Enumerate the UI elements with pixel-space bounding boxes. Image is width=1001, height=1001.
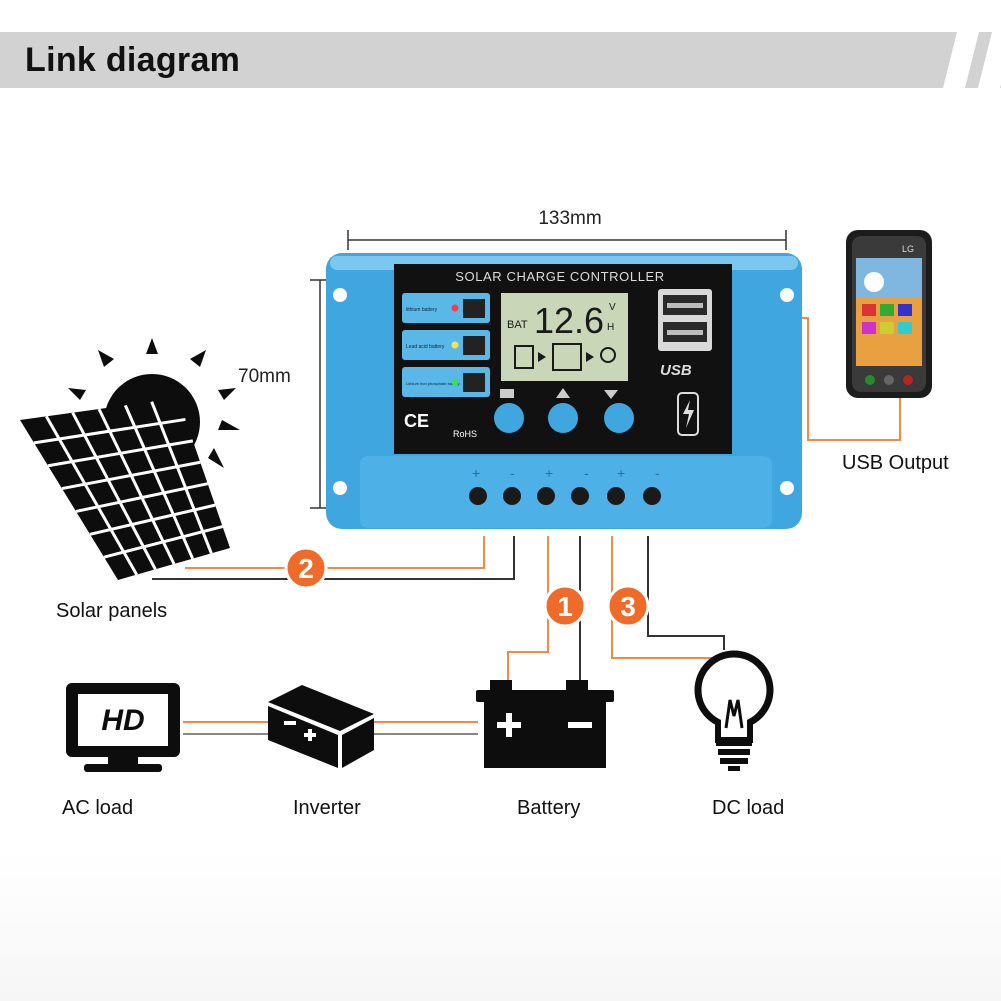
mount-hole-bottom-left: [333, 481, 347, 495]
menu-button: [494, 403, 524, 433]
battery-icon-2: [463, 336, 485, 355]
battery-type-lead-acid: Lead acid battery: [406, 344, 445, 350]
svg-text:+: +: [472, 465, 480, 481]
inverter-label: Inverter: [293, 797, 361, 819]
svg-text:3: 3: [620, 591, 636, 622]
battery-type-indicators: lithium battery Lead acid battery Lithiu…: [402, 293, 490, 397]
height-dimension-label: 70mm: [238, 366, 291, 387]
controller-terminal-block: [360, 456, 772, 528]
lcd-label: BAT: [507, 319, 528, 331]
badge-2: 2: [284, 546, 328, 590]
usb-output-label: USB Output: [842, 452, 949, 474]
charge-controller: SOLAR CHARGE CONTROLLER lithium battery …: [326, 253, 802, 529]
lcd-panel-icon: [514, 345, 534, 369]
battery-icon: [476, 680, 614, 768]
bulb-icon: [694, 650, 774, 771]
menu-key-icon: [500, 389, 514, 398]
dc-load-wire-positive: [611, 536, 714, 659]
battery-label: Battery: [517, 797, 581, 819]
down-button: [604, 403, 634, 433]
up-key-icon: [556, 388, 570, 398]
svg-text:-: -: [655, 465, 660, 481]
solar-panel-icon: [20, 398, 230, 580]
solar-cell-divider: [61, 460, 201, 491]
lcd-flow-icons: [514, 343, 616, 371]
indicator-led-red: [451, 304, 459, 312]
mount-hole-top-right: [780, 288, 794, 302]
solar-cell-divider: [45, 415, 138, 576]
wires: [152, 317, 901, 735]
controller-title: SOLAR CHARGE CONTROLLER: [455, 269, 665, 284]
terminal-marks: + - + - + -: [472, 465, 660, 481]
header-bar: [0, 32, 1001, 88]
down-key-icon: [604, 390, 618, 399]
battery-type-lithium: lithium battery: [406, 307, 438, 313]
badge-1: 1: [543, 584, 587, 628]
battery-type-lifepo4: Lithium iron phosphate battery: [406, 381, 460, 386]
mount-hole-bottom-right: [780, 481, 794, 495]
usb-ports: [658, 289, 712, 351]
lcd-unit-h: H: [607, 322, 614, 333]
svg-text:+: +: [617, 465, 625, 481]
phone-brand: LG: [902, 244, 914, 254]
up-button: [548, 403, 578, 433]
svg-text:-: -: [584, 465, 589, 481]
mount-hole-top-left: [333, 288, 347, 302]
footer-shade: [0, 850, 1001, 1001]
solar-cell-divider: [103, 525, 223, 559]
dc-load-wire-negative: [647, 536, 725, 650]
svg-text:-: -: [510, 465, 515, 481]
lcd-unit-v: V: [609, 302, 616, 313]
phone-icon: LG: [846, 230, 932, 398]
lcd-value: 12.6: [534, 300, 604, 341]
width-dimension: [347, 230, 787, 250]
page-title: Link diagram: [25, 41, 241, 79]
width-dimension-label: 133mm: [538, 208, 601, 229]
terminals: [469, 487, 661, 505]
solar-panels-label: Solar panels: [56, 600, 168, 622]
lcd-screen: [501, 293, 628, 381]
indicator-led-yellow: [451, 341, 459, 349]
phone-charge-icon: [677, 392, 699, 436]
badge-3: 3: [606, 584, 650, 628]
ce-mark: CE: [404, 411, 429, 431]
solar-cell-divider: [123, 404, 195, 560]
solar-cell-divider: [150, 401, 213, 554]
solar-cell-divider: [75, 482, 209, 513]
solar-cell-divider: [47, 439, 194, 468]
solar-wire-positive: [185, 536, 485, 569]
lcd-bulb-icon: [600, 347, 616, 363]
solar-cell-divider: [71, 411, 157, 571]
lcd-arrow-1: [538, 352, 546, 362]
solar-cell-divider: [33, 417, 186, 445]
hd-text: HD: [101, 704, 144, 737]
ac-load-label: AC load: [62, 797, 134, 819]
lcd-arrow-2: [586, 352, 594, 362]
indicator-led-green: [451, 378, 459, 386]
battery-icon-3: [463, 373, 485, 392]
solar-wire-negative: [152, 536, 515, 580]
svg-text:2: 2: [298, 553, 314, 584]
lcd-battery-icon: [552, 343, 582, 371]
usb-label: USB: [660, 362, 692, 379]
inverter-icon: [268, 685, 374, 768]
battery-icon-1: [463, 299, 485, 318]
rohs-mark: RoHS: [453, 429, 477, 439]
dc-load-label: DC load: [712, 797, 785, 819]
solar-cell-divider: [97, 408, 176, 565]
controller-buttons: [494, 388, 634, 433]
svg-text:+: +: [545, 465, 553, 481]
solar-cell-divider: [89, 503, 216, 536]
tv-icon: HD: [66, 683, 180, 772]
svg-text:1: 1: [557, 591, 573, 622]
